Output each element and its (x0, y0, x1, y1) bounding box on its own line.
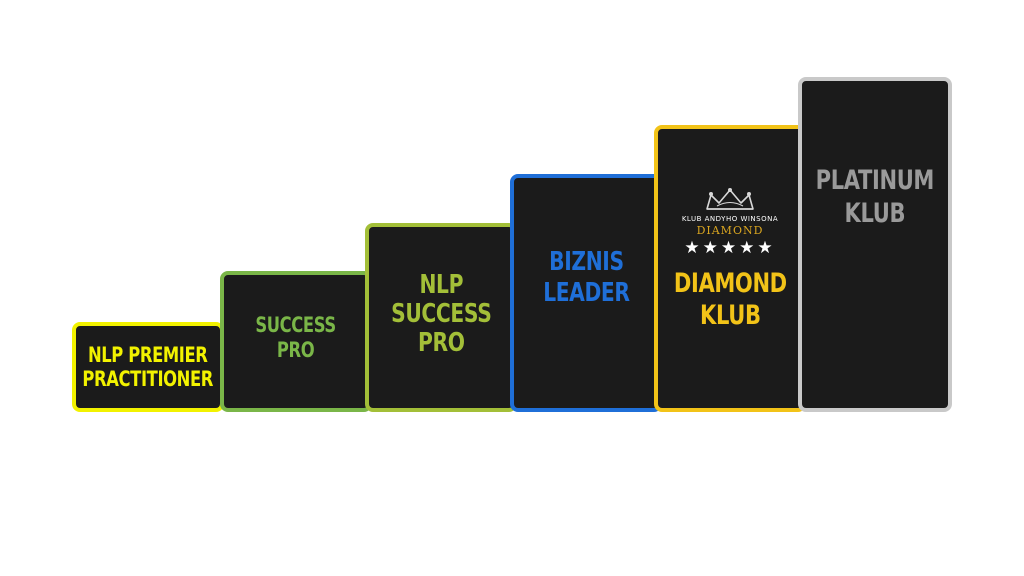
crown-icon (706, 188, 754, 210)
star-rating: ★★★★★ (684, 238, 776, 258)
step-platinum-klub: PLATINUM KLUB (798, 77, 952, 412)
emblem-arc-text: KLUB ANDYHO WINSONA (681, 215, 779, 223)
step-nlp-premier-practitioner: NLP PREMIER PRACTITIONER (72, 322, 224, 412)
step-biznis-leader: BIZNIS LEADER (510, 174, 662, 412)
step-label: NLP SUCCESS PRO (390, 270, 492, 358)
step-label: DIAMOND KLUB (673, 268, 787, 331)
diamond-emblem: KLUB ANDYHO WINSONA DIAMOND ★★★★★ (682, 187, 778, 258)
step-label: PLATINUM KLUB (815, 164, 935, 229)
step-diamond-klub: KLUB ANDYHO WINSONA DIAMOND ★★★★★ DIAMON… (654, 125, 806, 412)
step-success-pro: SUCCESS PRO (220, 271, 372, 412)
step-label: NLP PREMIER PRACTITIONER (82, 343, 214, 391)
step-label: BIZNIS LEADER (542, 247, 630, 308)
step-label: SUCCESS PRO (255, 312, 337, 362)
step-nlp-success-pro: NLP SUCCESS PRO (365, 223, 517, 412)
emblem-word: DIAMOND (696, 224, 764, 237)
